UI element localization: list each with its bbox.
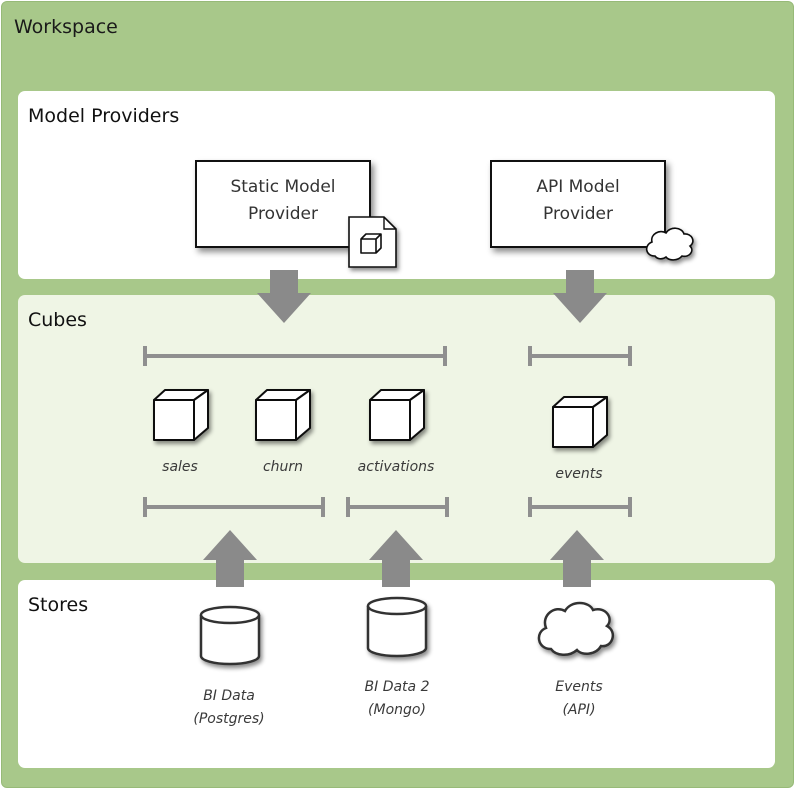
- store-label-postgres: BI Data (Postgres): [193, 688, 265, 727]
- cloud-icon: [645, 227, 694, 261]
- document-cube-icon: [348, 216, 397, 268]
- static-model-provider-box[interactable]: Static Model Provider: [195, 160, 371, 248]
- cube-icon-churn: [255, 389, 311, 441]
- static-model-provider-label: Static Model Provider: [230, 177, 336, 224]
- api-model-provider-label: API Model Provider: [536, 177, 620, 224]
- store-label-events: Events (API): [555, 679, 603, 718]
- cube-icon-sales: [153, 389, 209, 441]
- arrow-up-postgres: [203, 530, 257, 587]
- arrow-down-api: [553, 270, 607, 323]
- cube-icon-activations: [369, 389, 425, 441]
- bracket-bottom-mongo: [346, 497, 449, 517]
- database-icon-mongo: [366, 596, 428, 658]
- cube-icon-events: [552, 396, 608, 448]
- model-providers-title: Model Providers: [28, 105, 180, 127]
- arrow-down-static: [257, 270, 311, 323]
- arrow-up-events: [550, 530, 604, 587]
- store-label-mongo: BI Data 2 (Mongo): [364, 679, 430, 718]
- stores-title: Stores: [28, 594, 89, 616]
- workspace-title: Workspace: [14, 16, 118, 38]
- bracket-top-static: [143, 346, 447, 366]
- cube-label-activations: activations: [357, 459, 435, 475]
- cubes-title: Cubes: [28, 309, 87, 331]
- cube-label-churn: churn: [262, 459, 304, 475]
- cube-label-sales: sales: [162, 459, 198, 475]
- cloud-icon-events-store: [537, 601, 615, 656]
- bracket-bottom-postgres: [143, 497, 325, 517]
- database-icon-postgres: [199, 605, 261, 666]
- api-model-provider-box[interactable]: API Model Provider: [490, 160, 666, 248]
- bracket-bottom-events: [528, 497, 632, 517]
- cube-label-events: events: [555, 466, 603, 482]
- bracket-top-api: [528, 346, 632, 366]
- arrow-up-mongo: [369, 530, 423, 587]
